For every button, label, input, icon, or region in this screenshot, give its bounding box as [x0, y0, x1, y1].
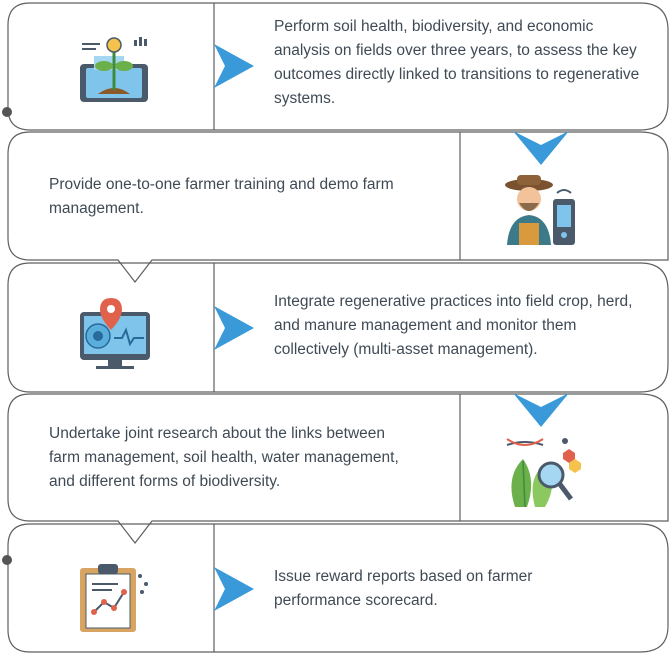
farmer-icon [505, 175, 575, 245]
chevron-right-icon [214, 44, 254, 88]
report-clipboard-icon [80, 564, 148, 632]
plant-monitor-icon [80, 37, 148, 102]
step-4-box [7, 393, 669, 544]
step-3-box [7, 262, 669, 393]
chevron-down-icon [513, 131, 569, 165]
research-icon [506, 438, 581, 508]
step-1-text: Perform soil health, biodiversity, and e… [274, 18, 640, 107]
step-2-box [7, 131, 669, 283]
step-5-text: Issue reward reports based on farmer per… [274, 568, 533, 609]
step-2-text: Provide one-to-one farmer training and d… [49, 176, 394, 217]
step-5-box [7, 523, 669, 653]
step-4-text: Undertake joint research about the links… [49, 425, 399, 490]
step-1-box [7, 2, 669, 131]
chevron-down-icon [513, 393, 569, 427]
chevron-right-icon [214, 306, 254, 350]
timeline-bullet-bottom [2, 555, 12, 565]
timeline-bullet-top [2, 107, 12, 117]
step-3-text: Integrate regenerative practices into fi… [274, 293, 633, 358]
chevron-right-icon [214, 567, 254, 611]
location-monitor-icon [80, 298, 150, 369]
